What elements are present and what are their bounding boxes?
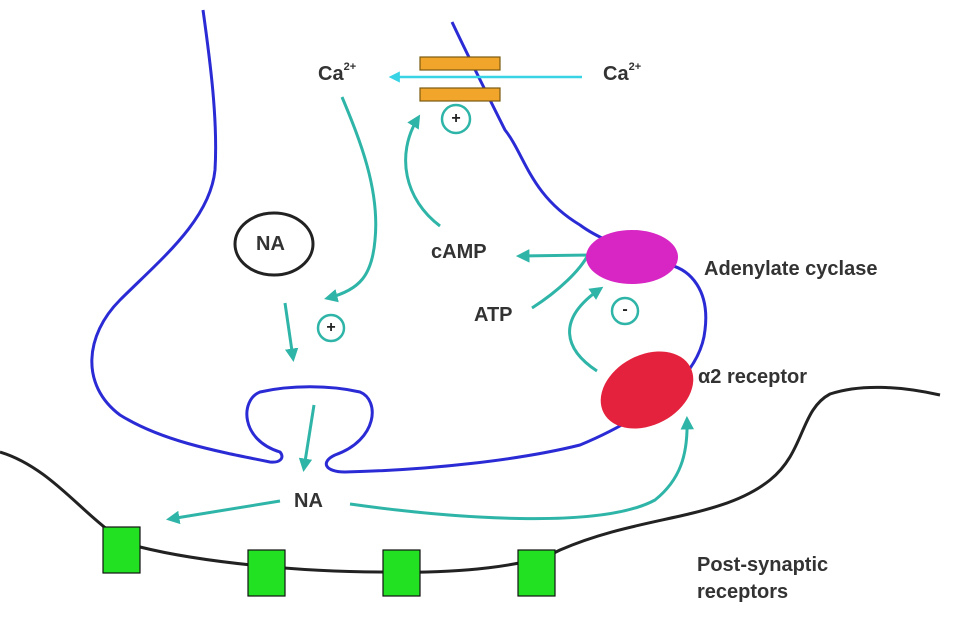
adenylate-cyclase-label: Adenylate cyclase xyxy=(704,258,878,280)
na-vesicle-label: NA xyxy=(256,233,285,255)
calcium-outside-charge: 2+ xyxy=(628,61,642,74)
adenylate-cyclase-enzyme xyxy=(586,230,678,284)
calcium-channel-plus-circle xyxy=(440,103,472,135)
release-to-na-arrow xyxy=(298,404,316,472)
cyclase-inhibition-minus-sign: - xyxy=(622,301,628,318)
camp-label: cAMP xyxy=(431,241,487,263)
calcium-inside-label: Ca2+ xyxy=(318,61,357,85)
vesicle-to-release-arrow xyxy=(283,302,299,363)
calcium-outside-label: Ca2+ xyxy=(603,61,642,85)
vesicle-release-plus-sign: + xyxy=(326,319,336,336)
atp-to-camp-arrow xyxy=(515,249,591,310)
post-synaptic-receptor-1 xyxy=(102,526,141,574)
alpha2-receptor-label: α2 receptor xyxy=(698,366,808,388)
alpha2-receptor-protein xyxy=(600,351,694,429)
na-to-post-receptor-arrow xyxy=(166,499,281,525)
atp-label: ATP xyxy=(474,304,513,326)
post-synaptic-label-line2: receptors xyxy=(697,581,789,603)
cyclase-inhibition-minus-circle xyxy=(610,296,640,326)
calcium-channel-plus-sign: + xyxy=(451,110,461,127)
post-synaptic-membrane xyxy=(0,385,941,574)
calcium-channel-top xyxy=(419,56,501,71)
calcium-channel-bottom xyxy=(419,87,501,102)
na-vesicle xyxy=(233,211,315,277)
calcium-inside-text: Ca xyxy=(318,63,344,85)
post-synaptic-label-line1: Post-synaptic xyxy=(697,554,829,576)
calcium-to-vesicle-arrow xyxy=(324,96,378,303)
calcium-outside-text: Ca xyxy=(603,63,629,85)
na-to-alpha2-arrow xyxy=(349,415,695,521)
post-synaptic-receptor-4 xyxy=(517,549,556,597)
post-synaptic-receptor-2 xyxy=(247,549,286,597)
vesicle-release-plus-circle xyxy=(316,313,346,343)
post-synaptic-receptor-3 xyxy=(382,549,421,597)
camp-to-channel-arrow xyxy=(404,114,441,228)
na-released-label: NA xyxy=(294,490,323,512)
alpha2-inhibit-cyclase-arrow xyxy=(568,286,604,373)
calcium-inside-charge: 2+ xyxy=(343,61,357,74)
